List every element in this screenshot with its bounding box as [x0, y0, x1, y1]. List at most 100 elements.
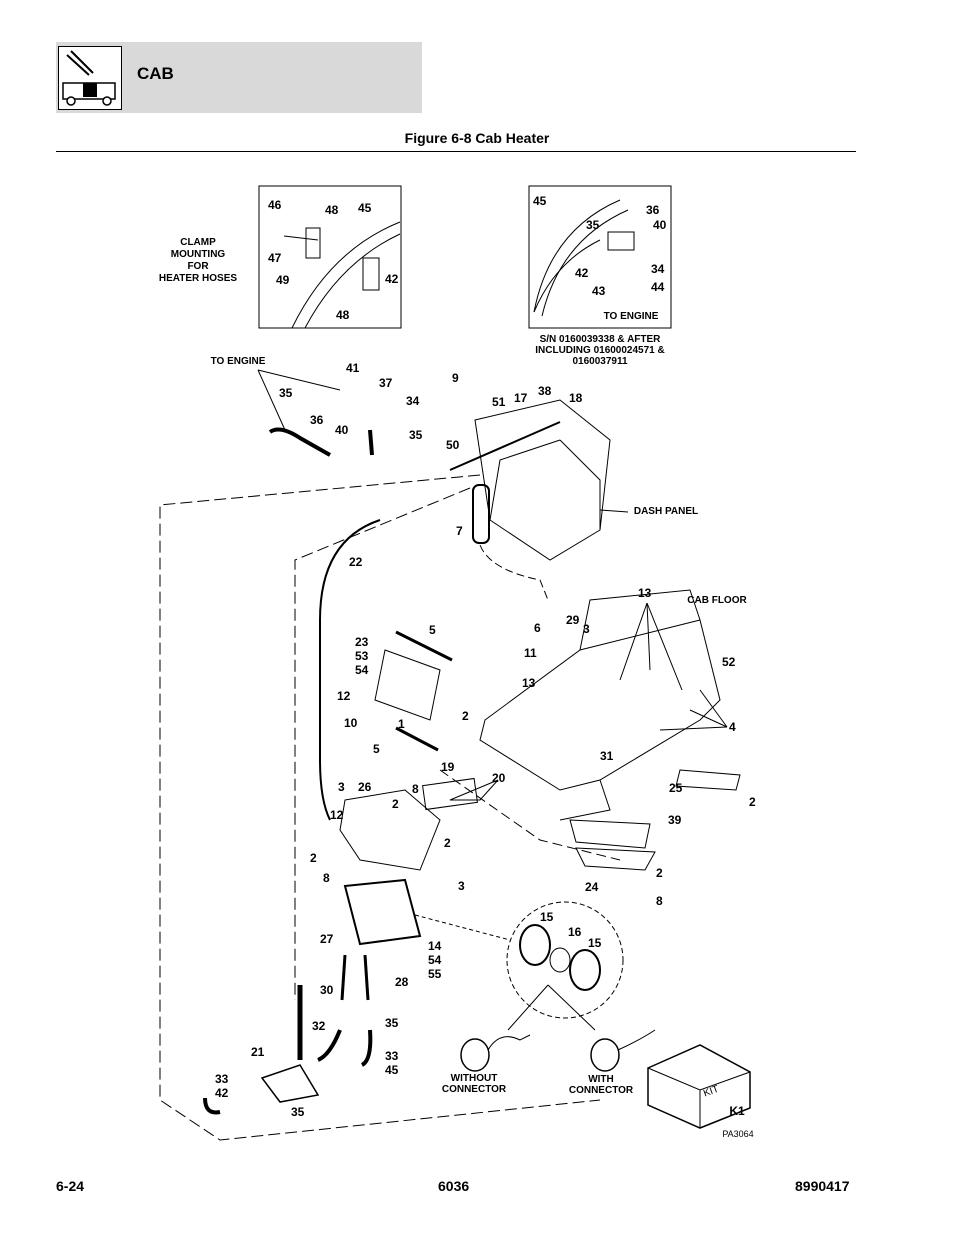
callout: 14 [428, 939, 442, 953]
callout: 36 [310, 413, 324, 427]
callout: 5 [373, 742, 380, 756]
callout: 47 [268, 251, 282, 265]
callout: 8 [412, 782, 419, 796]
cab-floor-label: CAB FLOOR [687, 595, 747, 606]
callout: 7 [456, 524, 463, 538]
callout: 45 [533, 194, 547, 208]
callout: 34 [406, 394, 420, 408]
page-number: 6-24 [56, 1178, 85, 1194]
serial-line-2: INCLUDING 01600024571 & [535, 345, 665, 356]
callout: 5 [429, 623, 436, 637]
callout: 50 [446, 438, 460, 452]
callout: 45 [358, 201, 372, 215]
callout: 43 [592, 284, 606, 298]
callout: 36 [646, 203, 660, 217]
callout: 3 [458, 879, 465, 893]
callout: 35 [409, 428, 423, 442]
callout: 3 [338, 780, 345, 794]
section-title: CAB [137, 64, 174, 83]
callout: 34 [651, 262, 665, 276]
clamp-caption-line-3: FOR [187, 261, 209, 272]
callout: 22 [349, 555, 363, 569]
callout: 21 [251, 1045, 265, 1059]
callout: 44 [651, 280, 665, 294]
callout: 27 [320, 932, 334, 946]
callout: 49 [276, 273, 290, 287]
callout: 33 [385, 1049, 399, 1063]
callout: 3 [583, 622, 590, 636]
callout: 19 [441, 760, 455, 774]
callout: 16 [568, 925, 582, 939]
callout: 12 [337, 689, 351, 703]
header-rule [56, 151, 856, 152]
callout: 2 [749, 795, 756, 809]
clamp-caption-line-2: MOUNTING [171, 249, 226, 260]
callout: 41 [346, 361, 360, 375]
figure-title: Figure 6-8 Cab Heater [404, 130, 550, 146]
callout: 20 [492, 771, 506, 785]
callout: 53 [355, 649, 369, 663]
serial-line-3: 0160037911 [572, 356, 628, 367]
without-connector-line-2: CONNECTOR [442, 1084, 507, 1095]
with-connector-line-2: CONNECTOR [569, 1085, 634, 1096]
clamp-caption-line-4: HEATER HOSES [159, 273, 237, 284]
callout: 46 [268, 198, 282, 212]
to-engine-label: TO ENGINE [211, 356, 266, 367]
callout: 40 [335, 423, 349, 437]
callout: 8 [656, 894, 663, 908]
serial-line-1: S/N 0160039338 & AFTER [540, 334, 662, 345]
callout: 35 [586, 218, 600, 232]
callout: 42 [385, 272, 399, 286]
callout: 13 [522, 676, 536, 690]
callout: 28 [395, 975, 409, 989]
with-connector-line-1: WITH [588, 1074, 614, 1085]
callout: 18 [569, 391, 583, 405]
callout: 12 [330, 808, 344, 822]
clamp-caption-line-1: CLAMP [180, 237, 216, 248]
callout: 13 [638, 586, 652, 600]
callout: 37 [379, 376, 393, 390]
engine-inset-box [528, 185, 672, 329]
callout: 15 [540, 910, 554, 924]
callout: 54 [428, 953, 442, 967]
callout: 35 [291, 1105, 305, 1119]
clamp-inset-box [258, 185, 402, 329]
kit-box-label: KIT [702, 1084, 720, 1100]
dash-panel-label: DASH PANEL [634, 506, 698, 517]
callout: 30 [320, 983, 334, 997]
callout: 42 [215, 1086, 229, 1100]
callout: 23 [355, 635, 369, 649]
callout: 2 [392, 797, 399, 811]
callout: 24 [585, 880, 599, 894]
callout: 10 [344, 716, 358, 730]
without-connector-line-1: WITHOUT [451, 1073, 498, 1084]
aerial-lift-machine-icon [58, 46, 122, 110]
part-number: 8990417 [795, 1178, 850, 1194]
callout: 38 [538, 384, 552, 398]
drawing-number: PA3064 [722, 1129, 753, 1139]
kit-callout: K1 [729, 1104, 745, 1118]
callout: 31 [600, 749, 614, 763]
callout: 35 [385, 1016, 399, 1030]
callout: 6 [534, 621, 541, 635]
callout: 52 [722, 655, 736, 669]
callout: 2 [444, 836, 451, 850]
callout: 8 [323, 871, 330, 885]
callout: 15 [588, 936, 602, 950]
callout: 40 [653, 218, 667, 232]
callout: 42 [575, 266, 589, 280]
model-number: 6036 [438, 1178, 470, 1194]
callout: 2 [462, 709, 469, 723]
callout: 51 [492, 395, 506, 409]
callout: 26 [358, 780, 372, 794]
callout: 54 [355, 663, 369, 677]
inset-to-engine-label: TO ENGINE [604, 311, 659, 322]
callout: 4 [729, 720, 736, 734]
callout: 25 [669, 781, 683, 795]
callout: 48 [336, 308, 350, 322]
callout: 1 [398, 717, 405, 731]
callout: 33 [215, 1072, 229, 1086]
callout: 2 [310, 851, 317, 865]
callout: 35 [279, 386, 293, 400]
